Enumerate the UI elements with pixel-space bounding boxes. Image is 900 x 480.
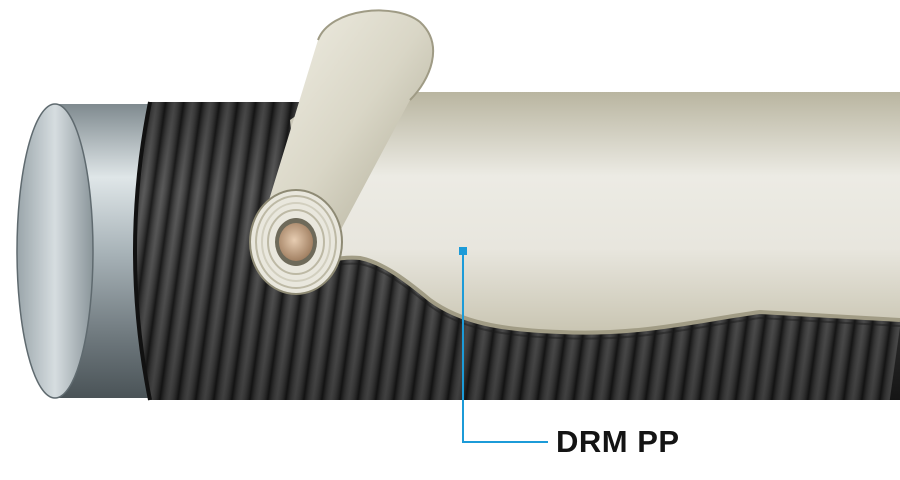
callout-leader (459, 247, 548, 443)
tape-roll (249, 9, 435, 295)
callout-label-drm-pp: DRM PP (556, 424, 680, 459)
outer-tape-layer (290, 92, 900, 340)
callout-marker (459, 247, 467, 255)
